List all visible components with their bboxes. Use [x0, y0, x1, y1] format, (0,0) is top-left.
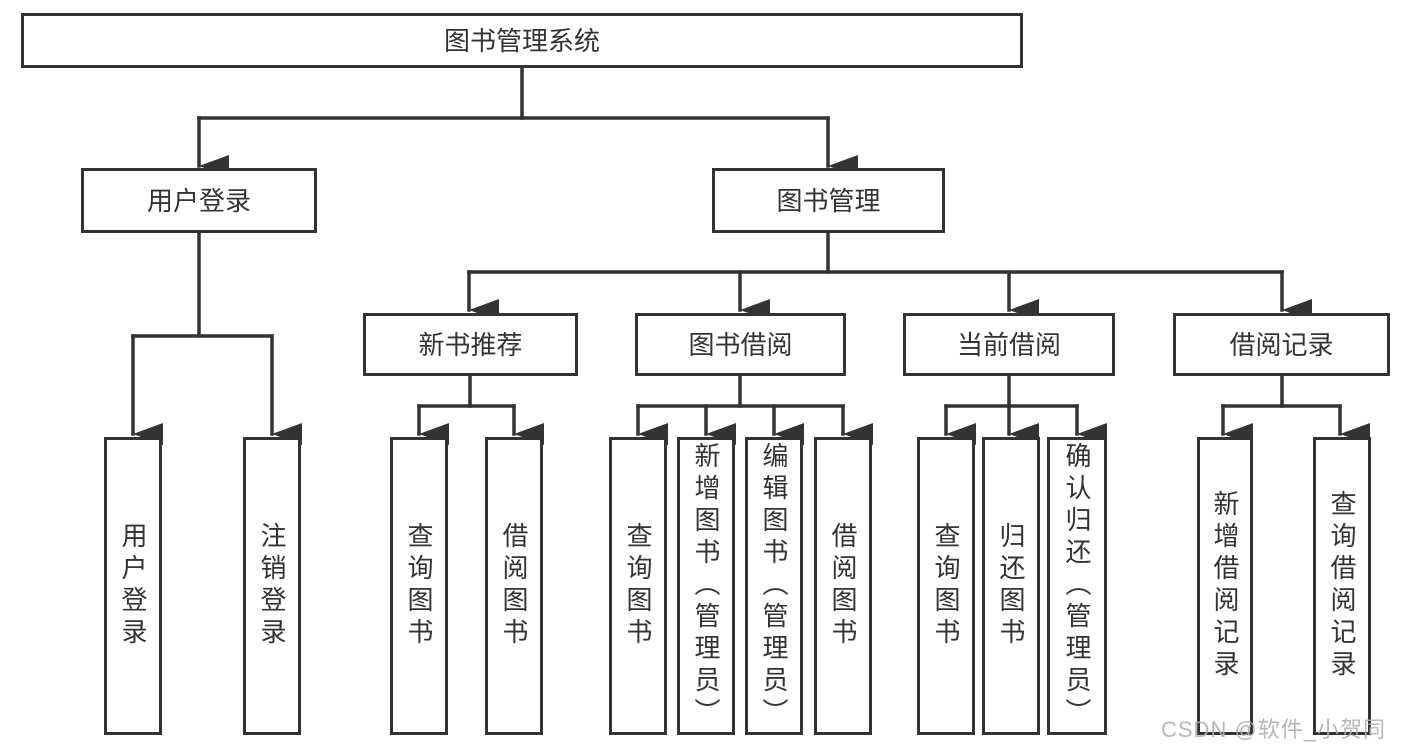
leaf-return-books: 归还图书	[982, 437, 1040, 735]
leaf-user-login: 用户登录	[104, 437, 162, 735]
node-root-label: 图书管理系统	[443, 25, 600, 56]
node-root: 图书管理系统	[21, 13, 1023, 68]
leaf-recommend-query-books: 查询图书	[390, 437, 448, 735]
leaf-query-borrow-record: 查询借阅记录	[1313, 437, 1371, 735]
csdn-watermark: CSDN @软件_小贺同学	[1161, 717, 1387, 742]
leaf-add-books-admin-label: 新增图书（管理员）	[691, 442, 721, 730]
leaf-add-books-admin: 新增图书（管理员）	[677, 437, 735, 735]
node-current-borrowing: 当前借阅	[903, 313, 1115, 376]
leaf-recommend-borrow-books: 借阅图书	[485, 437, 543, 735]
leaf-borrow-books: 借阅图书	[814, 437, 872, 735]
leaf-edit-books-admin: 编辑图书（管理员）	[745, 437, 803, 735]
leaf-logout: 注销登录	[243, 437, 301, 735]
leaf-current-query-books-label: 查询图书	[931, 522, 961, 650]
node-new-book-recommend-label: 新书推荐	[418, 329, 523, 360]
leaf-return-books-label: 归还图书	[996, 522, 1026, 650]
leaf-borrowing-query-books: 查询图书	[609, 437, 667, 735]
leaf-add-borrow-record-label: 新增借阅记录	[1210, 490, 1240, 682]
leaf-borrowing-query-books-label: 查询图书	[623, 522, 653, 650]
leaf-recommend-borrow-books-label: 借阅图书	[499, 522, 529, 650]
node-user-login: 用户登录	[81, 168, 317, 233]
node-borrowing-records-label: 借阅记录	[1229, 329, 1334, 360]
node-user-login-label: 用户登录	[146, 185, 251, 216]
leaf-borrow-books-label: 借阅图书	[828, 522, 858, 650]
node-book-management-label: 图书管理	[776, 185, 881, 216]
leaf-edit-books-admin-label: 编辑图书（管理员）	[759, 442, 789, 730]
node-book-management: 图书管理	[712, 168, 945, 233]
leaf-add-borrow-record: 新增借阅记录	[1197, 437, 1253, 735]
node-current-borrowing-label: 当前借阅	[956, 329, 1061, 360]
leaf-confirm-return-admin: 确认归还（管理员）	[1047, 437, 1107, 735]
leaf-current-query-books: 查询图书	[917, 437, 975, 735]
node-book-borrowing-label: 图书借阅	[688, 329, 793, 360]
leaf-user-login-label: 用户登录	[118, 522, 148, 650]
leaf-confirm-return-admin-label: 确认归还（管理员）	[1062, 442, 1092, 730]
node-new-book-recommend: 新书推荐	[363, 313, 578, 376]
leaf-logout-label: 注销登录	[257, 522, 287, 650]
node-borrowing-records: 借阅记录	[1173, 313, 1390, 376]
leaf-query-borrow-record-label: 查询借阅记录	[1327, 490, 1357, 682]
node-book-borrowing: 图书借阅	[635, 313, 846, 376]
leaf-recommend-query-books-label: 查询图书	[404, 522, 434, 650]
